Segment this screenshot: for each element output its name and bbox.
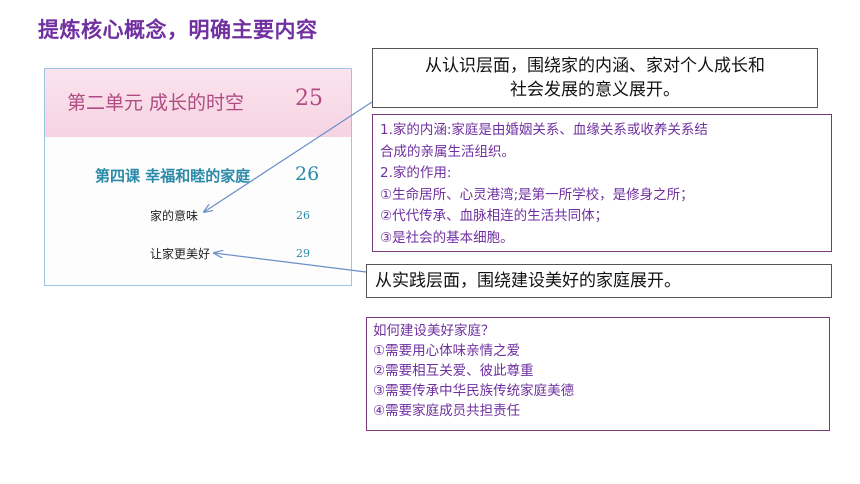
callout-line: 从认识层面，围绕家的内涵、家对个人成长和 (425, 56, 765, 76)
toc-item-label: 家的意味 (150, 209, 199, 223)
callout-line: 社会发展的意义展开。 (510, 80, 680, 100)
unit-page-number: 25 (295, 86, 323, 111)
lesson-label: 第四课 幸福和睦的家庭 (95, 167, 251, 185)
content-line: 2.家的作用: (380, 165, 452, 181)
toc-item-page: 26 (296, 209, 310, 222)
content-line: 如何建设美好家庭？ (373, 323, 495, 339)
toc-item-label: 让家更美好 (150, 247, 211, 261)
practice-level-callout: 从实践层面，围绕建设美好的家庭展开。 (366, 264, 832, 298)
content-line: ④需要家庭成员共担责任 (373, 403, 521, 419)
content-line: ③是社会的基本细胞。 (380, 229, 514, 246)
toc-item-page: 29 (296, 247, 310, 260)
cognitive-level-callout: 从认识层面，围绕家的内涵、家对个人成长和 社会发展的意义展开。 (372, 48, 818, 108)
content-line: ①需要用心体味亲情之爱 (373, 343, 521, 359)
content-line: 合成的亲属生活组织。 (380, 143, 515, 160)
lesson-page-number: 26 (295, 163, 320, 185)
content-line: ③需要传承中华民族传统家庭美德 (373, 383, 575, 399)
table-of-contents-image: 第二单元 成长的时空 25 第四课 幸福和睦的家庭 26 家的意味 26 让家更… (44, 68, 352, 286)
home-meaning-content-box: 1.家的内涵:家庭是由婚姻关系、血缘关系或收养关系结 合成的亲属生活组织。 2.… (372, 114, 832, 252)
build-home-content-box: 如何建设美好家庭？ ①需要用心体味亲情之爱 ②需要相互关爱、彼此尊重 ③需要传承… (366, 317, 830, 431)
content-line: ②代代传承、血脉相连的生活共同体； (380, 208, 609, 224)
unit-label: 第二单元 成长的时空 (67, 92, 245, 114)
slide-title: 提炼核心概念，明确主要内容 (38, 18, 318, 42)
content-line: ②需要相互关爱、彼此尊重 (373, 363, 534, 379)
content-line: 1.家的内涵:家庭是由婚姻关系、血缘关系或收养关系结 (380, 122, 708, 138)
content-line: ①生命居所、心灵港湾;是第一所学校，是修身之所； (380, 186, 694, 203)
